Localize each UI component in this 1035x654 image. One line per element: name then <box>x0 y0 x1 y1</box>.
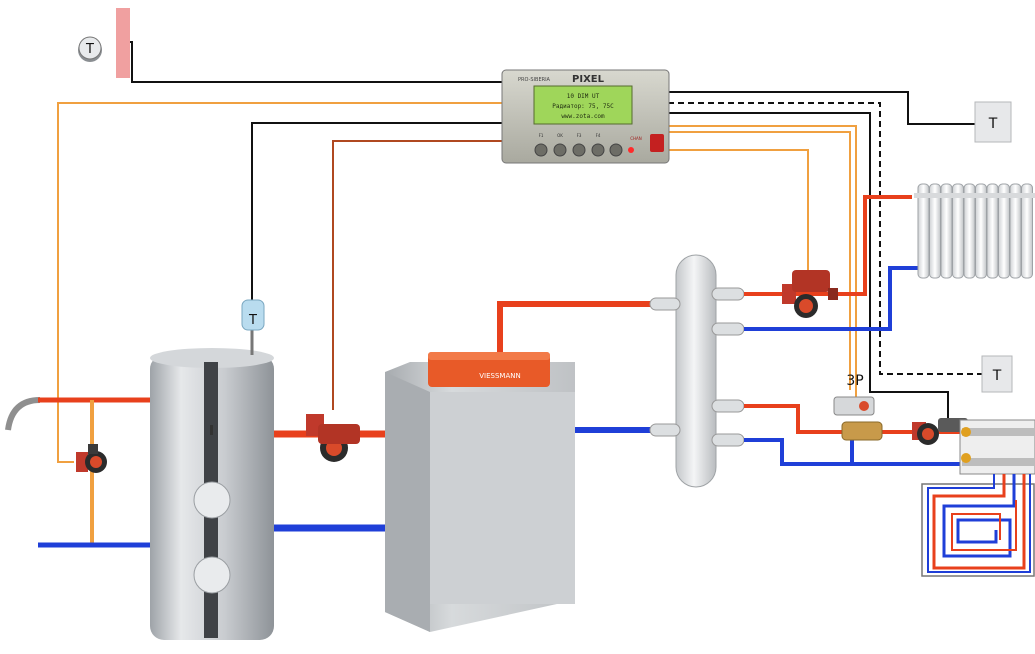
pixel-controller: PRO-SIBERIA PIXEL 10 DIM UT Радиатор: 75… <box>501 69 670 164</box>
radiator-section <box>998 183 1010 279</box>
wire-boiler-pump <box>332 140 502 410</box>
wire-valve <box>668 125 857 400</box>
outdoor-sensor: T <box>974 101 1012 143</box>
radiator-section <box>917 183 930 279</box>
display-line1: 10 DIM UT <box>567 93 600 100</box>
radiator-section <box>1021 183 1033 279</box>
wire-floor <box>668 112 949 420</box>
radiator-section <box>940 183 953 279</box>
three-way-valve: 3P <box>833 373 883 441</box>
radiator-section <box>963 183 976 279</box>
top-left-sensor: T <box>78 8 130 78</box>
hydraulic-separator <box>649 254 745 488</box>
controller-logo-icon <box>650 134 664 152</box>
dhw-pump <box>76 444 107 473</box>
radiator-section <box>1009 183 1022 279</box>
dhw-circuit <box>5 397 152 548</box>
radiator-pump <box>782 270 838 318</box>
floor-heating-loop <box>921 474 1035 577</box>
controller-key-3[interactable] <box>572 143 586 157</box>
gas-boiler: VIESSMANN <box>385 352 575 632</box>
key-label-1: F1 <box>539 133 544 138</box>
wire-radiator-pump <box>668 149 809 270</box>
display-line3: www.zota.com <box>561 113 605 120</box>
status-text: CHAN <box>630 136 642 141</box>
key-label-3: F3 <box>577 133 582 138</box>
sensor-label-tank: T <box>248 313 257 328</box>
wire-room-sensor <box>668 102 982 375</box>
radiator-section <box>929 183 941 279</box>
radiator-section <box>986 183 999 279</box>
sensor-label-top-left: T <box>85 42 94 57</box>
controller-maker: PRO-SIBERIA <box>518 77 551 83</box>
radiator-section <box>952 183 964 279</box>
controller-key-1[interactable] <box>534 143 548 157</box>
controller-key-2[interactable] <box>553 143 567 157</box>
display-line2: Радиатор: 75, 75C <box>552 103 614 110</box>
boiler-hydro-pipes <box>497 301 654 433</box>
signal-wires <box>57 41 982 463</box>
radiator <box>914 183 1035 279</box>
room-sensor: T <box>981 355 1013 393</box>
radiator-top-header <box>914 193 1035 198</box>
wire-top-sensor <box>123 41 502 83</box>
floor-manifold <box>959 419 1035 475</box>
boiler-brand-label: VIESSMANN <box>479 372 520 380</box>
valve-label: 3P <box>846 373 863 389</box>
status-led-icon <box>628 147 634 153</box>
wire-dhw-pump <box>57 102 502 463</box>
sensor-label-right-top: T <box>988 116 998 132</box>
radiator-circuit-pipes <box>744 195 918 331</box>
radiator-section <box>975 183 987 279</box>
boiler-pump <box>306 414 360 462</box>
hot-water-tank <box>150 348 274 640</box>
floor-pump <box>912 418 968 445</box>
tank-sensor: T <box>241 299 265 355</box>
controller-key-4[interactable] <box>591 143 605 157</box>
wire-tank-sensor <box>251 122 502 300</box>
controller-key-5[interactable] <box>609 143 623 157</box>
controller-brand: PIXEL <box>572 74 605 85</box>
sensor-label-right-mid: T <box>992 368 1002 384</box>
key-label-2: OK <box>557 133 563 138</box>
key-label-4: F4 <box>596 133 601 138</box>
wire-outdoor-sensor <box>668 91 975 125</box>
